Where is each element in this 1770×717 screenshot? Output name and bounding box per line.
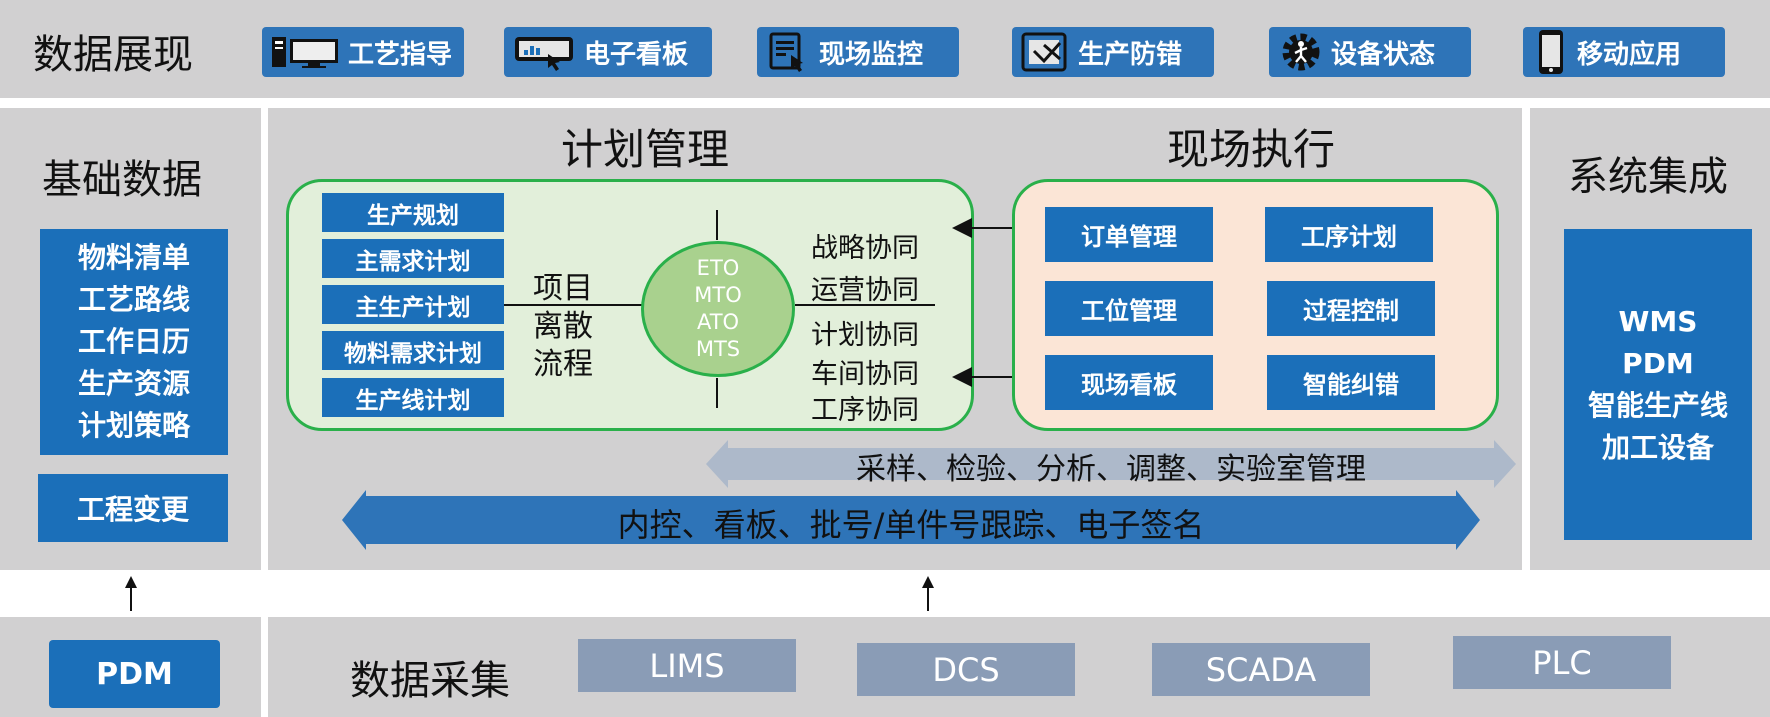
integration-item: PDM xyxy=(1622,346,1694,380)
dcs-box: DCS xyxy=(857,643,1075,696)
plan-item: 生产规划 xyxy=(322,193,504,232)
exec-item: 订单管理 xyxy=(1045,207,1213,262)
plan-item: 主需求计划 xyxy=(322,239,504,278)
site-monitor-button[interactable]: 现场监控 xyxy=(757,27,959,77)
collaboration-item: 战略协同 xyxy=(811,233,919,264)
header-title: 数据展现 xyxy=(33,32,193,78)
integration-item: 智能生产线 xyxy=(1587,388,1728,422)
plan-item: 物料需求计划 xyxy=(322,331,504,370)
plc-box: PLC xyxy=(1453,636,1671,689)
phone-icon xyxy=(1539,30,1563,74)
basic-data-item: 工作日历 xyxy=(77,325,190,358)
production-mode: 项目 xyxy=(533,271,593,306)
pdm-box: PDM xyxy=(49,640,220,708)
integration-item: WMS xyxy=(1618,304,1698,338)
tablet-check-icon xyxy=(1021,32,1067,72)
control-arrow-label: 内控、看板、批号/单件号跟踪、电子签名 xyxy=(617,506,1205,544)
collaboration-item: 运营协同 xyxy=(811,275,919,306)
lab-arrow-label: 采样、检验、分析、调整、实验室管理 xyxy=(856,452,1366,487)
integration-item: 加工设备 xyxy=(1601,430,1714,464)
error-proof-label: 生产防错 xyxy=(1078,39,1183,70)
gear-person-icon xyxy=(1282,33,1320,71)
basic-data-item: 工艺路线 xyxy=(77,283,190,316)
system-integration-list: WMS PDM 智能生产线 加工设备 xyxy=(1564,229,1752,540)
monitor-icon xyxy=(272,37,338,68)
plan-item: 生产线计划 xyxy=(322,378,504,417)
collaboration-item: 车间协同 xyxy=(811,359,919,390)
touch-board-icon xyxy=(515,37,573,71)
mobile-app-label: 移动应用 xyxy=(1577,39,1682,70)
plan-management-title: 计划管理 xyxy=(561,125,730,174)
basic-data-list: 物料清单 工艺路线 工作日历 生产资源 计划策略 xyxy=(40,229,228,455)
production-strategy-circle: ETO MTO ATO MTS xyxy=(641,241,795,377)
engineering-change-box: 工程变更 xyxy=(38,474,228,542)
process-guide-label: 工艺指导 xyxy=(348,39,453,70)
exec-item: 现场看板 xyxy=(1045,355,1213,410)
e-board-label: 电子看板 xyxy=(584,39,689,70)
exec-item: 过程控制 xyxy=(1267,281,1435,336)
production-mode: 流程 xyxy=(533,347,593,382)
exec-item: 工序计划 xyxy=(1265,207,1433,262)
system-integration-title: 系统集成 xyxy=(1568,154,1728,200)
plan-item: 主生产计划 xyxy=(322,285,504,324)
field-execution-title: 现场执行 xyxy=(1167,125,1336,174)
basic-data-item: 计划策略 xyxy=(77,409,190,442)
equipment-status-button[interactable]: 设备状态 xyxy=(1269,27,1471,77)
process-guide-button[interactable]: 工艺指导 xyxy=(262,27,464,77)
strategy-label: MTO xyxy=(694,283,742,307)
scada-box: SCADA xyxy=(1152,643,1370,696)
e-board-button[interactable]: 电子看板 xyxy=(504,27,712,77)
strategy-label: ATO xyxy=(696,310,740,334)
data-collection-title: 数据采集 xyxy=(350,658,510,704)
basic-data-item: 物料清单 xyxy=(77,241,190,274)
production-mode: 离散 xyxy=(533,309,593,344)
error-proof-button[interactable]: 生产防错 xyxy=(1012,27,1214,77)
exec-item: 工位管理 xyxy=(1045,281,1213,336)
collaboration-item: 计划协同 xyxy=(811,320,919,351)
lims-box: LIMS xyxy=(578,639,796,692)
exec-item: 智能纠错 xyxy=(1267,355,1435,410)
document-touch-icon xyxy=(769,32,803,72)
site-monitor-label: 现场监控 xyxy=(819,39,924,70)
collaboration-item: 工序协同 xyxy=(811,395,919,426)
strategy-label: MTS xyxy=(695,337,741,361)
equipment-status-label: 设备状态 xyxy=(1331,39,1436,70)
basic-data-item: 生产资源 xyxy=(77,367,190,400)
strategy-label: ETO xyxy=(696,256,740,280)
basic-data-title: 基础数据 xyxy=(42,157,202,203)
production-modes: 项目 离散 流程 xyxy=(533,270,593,384)
mobile-app-button[interactable]: 移动应用 xyxy=(1523,27,1725,77)
